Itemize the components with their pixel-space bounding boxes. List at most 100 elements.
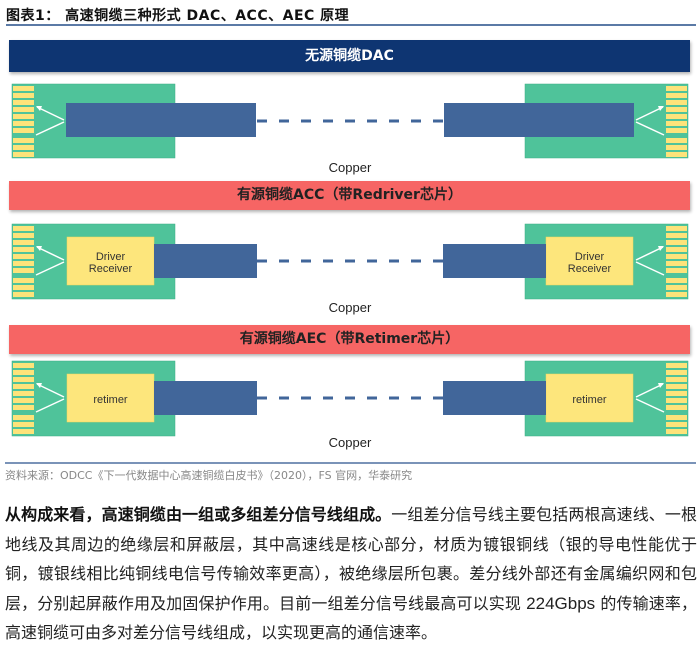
edge-pin	[666, 138, 687, 143]
edge-pin	[13, 247, 34, 252]
chip	[545, 373, 634, 423]
copper-cable	[443, 381, 546, 415]
edge-pin	[666, 292, 687, 297]
edge-pin	[13, 138, 34, 143]
edge-pin	[13, 93, 34, 98]
edge-pin	[666, 398, 687, 403]
edge-pin	[13, 405, 34, 410]
chip-label: retimer	[572, 394, 607, 406]
edge-pin	[13, 145, 34, 150]
module-left	[11, 360, 257, 437]
chip-label: Receiver	[89, 263, 133, 275]
banner-dac: 无源铜缆DAC	[9, 40, 690, 72]
edge-pin	[666, 370, 687, 375]
edge-pin	[13, 422, 34, 427]
title-divider	[6, 24, 696, 26]
copper-cable	[154, 244, 257, 278]
paragraph-lead: 从构成来看，高速铜缆由一组或多组差分信号线组成。	[5, 505, 392, 524]
signal-arrow	[36, 383, 65, 398]
arrow-head	[658, 106, 664, 111]
edge-pin	[666, 107, 687, 112]
edge-pin	[13, 152, 34, 157]
signal-arrow	[635, 261, 665, 276]
chip-label: Driver	[96, 251, 126, 263]
module-right	[444, 83, 689, 159]
edge-pin	[13, 278, 34, 283]
edge-pin	[13, 261, 34, 266]
edge-pin	[666, 121, 687, 126]
edge-pin	[13, 415, 34, 420]
edge-pin	[666, 240, 687, 245]
source-divider	[5, 462, 696, 464]
signal-arrow	[635, 246, 664, 261]
signal-arrow	[36, 106, 65, 121]
edge-pin	[666, 152, 687, 157]
edge-pin	[666, 247, 687, 252]
edge-pin	[13, 254, 34, 259]
chip	[66, 236, 155, 286]
banner-aec: 有源铜缆AEC（带Retimer芯片）	[9, 325, 690, 354]
signal-arrow	[36, 246, 65, 261]
edge-pin	[666, 429, 687, 434]
copper-label-aec: Copper	[328, 435, 372, 450]
chip	[66, 373, 155, 423]
edge-pin	[666, 268, 687, 273]
edge-pin	[666, 128, 687, 133]
edge-pin	[13, 121, 34, 126]
edge-pin	[13, 292, 34, 297]
edge-pin	[13, 398, 34, 403]
edge-pin	[666, 278, 687, 283]
edge-pin	[13, 384, 34, 389]
edge-pin	[666, 100, 687, 105]
signal-arrow	[35, 121, 65, 136]
edge-pin	[666, 93, 687, 98]
figure-title: 图表1： 高速铜缆三种形式 DAC、ACC、AEC 原理	[6, 8, 350, 24]
edge-pin	[13, 226, 34, 231]
signal-arrow	[635, 106, 664, 121]
edge-pin	[13, 370, 34, 375]
edge-pin	[13, 391, 34, 396]
copper-cable	[154, 381, 257, 415]
edge-pin	[666, 261, 687, 266]
paragraph-body-2: 的传输速率，高速铜缆可由多对差分信号线组成，以实现更高的通信速率。	[5, 593, 697, 643]
copper-label-acc: Copper	[328, 300, 372, 315]
chip-label: retimer	[93, 394, 128, 406]
module-left	[11, 83, 256, 159]
chip-label: Receiver	[568, 263, 612, 275]
arrow-head	[658, 246, 664, 251]
edge-pin	[666, 391, 687, 396]
edge-pin	[666, 377, 687, 382]
copper-cable	[444, 103, 634, 137]
edge-pin	[13, 268, 34, 273]
body-paragraph: 从构成来看，高速铜缆由一组或多组差分信号线组成。一组差分信号线主要包括两根高速线…	[5, 500, 697, 648]
edge-pin	[13, 100, 34, 105]
signal-arrow	[635, 121, 665, 136]
arrow-head	[36, 246, 42, 251]
edge-pin	[13, 285, 34, 290]
copper-cable	[66, 103, 256, 137]
edge-pin	[13, 86, 34, 91]
edge-pin	[666, 422, 687, 427]
source-note: 资料来源：ODCC《下一代数据中心高速铜缆白皮书》（2020），FS 官网，华泰…	[5, 469, 413, 482]
chip	[545, 236, 634, 286]
edge-pin	[666, 233, 687, 238]
module-left	[11, 223, 257, 300]
edge-pin	[13, 429, 34, 434]
edge-pin	[13, 114, 34, 119]
copper-cable	[443, 244, 546, 278]
edge-pin	[13, 377, 34, 382]
edge-pin	[666, 415, 687, 420]
copper-label-dac: Copper	[328, 160, 372, 175]
arrow-head	[36, 106, 42, 111]
paragraph-body-1: 一组差分信号线主要包括两根高速线、一根地线及其周边的绝缘层和屏蔽层，其中高速线是…	[5, 505, 697, 613]
edge-pin	[666, 86, 687, 91]
edge-pin	[13, 107, 34, 112]
edge-pin	[666, 285, 687, 290]
edge-pin	[666, 384, 687, 389]
edge-pin	[666, 226, 687, 231]
edge-pin	[13, 240, 34, 245]
signal-arrow	[635, 383, 664, 398]
banner-acc: 有源铜缆ACC（带Redriver芯片）	[9, 181, 690, 210]
edge-pin	[666, 405, 687, 410]
arrow-head	[36, 383, 42, 388]
